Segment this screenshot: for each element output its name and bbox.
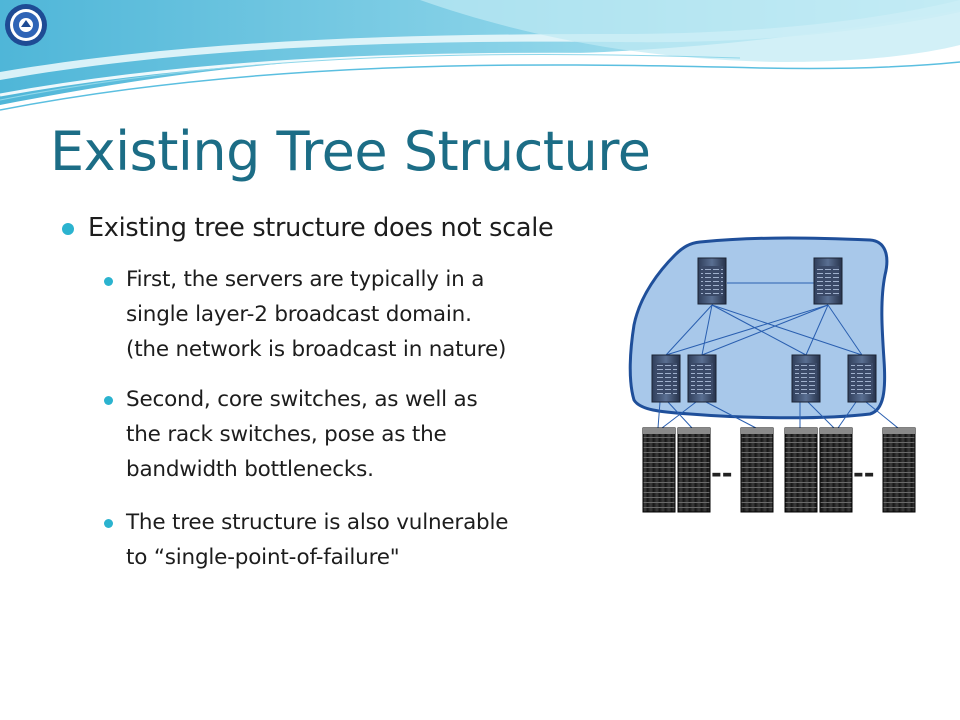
server-rack-icon <box>642 427 676 513</box>
aggregation-switch-icon <box>791 354 821 403</box>
aggregation-switch-icon <box>651 354 681 403</box>
server-rack-icon <box>677 427 711 513</box>
sub-bullet-3: The tree structure is also vulnerable to… <box>126 505 509 575</box>
sub-bullet-3-line-2: to “single-point-of-failure" <box>126 545 400 570</box>
ellipsis-left: -- <box>711 459 733 489</box>
ellipsis-right: -- <box>853 459 875 489</box>
sub-bullet-2-line-3: bandwidth bottlenecks. <box>126 457 374 482</box>
sub-bullet-2-line-1: Second, core switches, as well as <box>126 387 478 412</box>
bullet-main: Existing tree structure does not scale <box>88 213 554 243</box>
server-rack-icon <box>740 427 774 513</box>
sub-bullet-dot-icon <box>104 396 113 405</box>
server-rack-icon <box>882 427 916 513</box>
university-logo-icon <box>5 4 47 46</box>
sub-bullet-2-line-2: the rack switches, pose as the <box>126 422 447 447</box>
core-switch-icon <box>697 257 727 305</box>
sub-bullet-2: Second, core switches, as well as the ra… <box>126 382 478 487</box>
link-lines <box>657 282 899 429</box>
sub-bullet-1-line-3: (the network is broadcast in nature) <box>126 337 507 362</box>
sub-bullet-3-line-1: The tree structure is also vulnerable <box>126 510 509 535</box>
bullet-dot-icon <box>62 223 74 235</box>
sub-bullet-dot-icon <box>104 277 113 286</box>
sub-bullet-1-line-2: single layer-2 broadcast domain. <box>126 302 472 327</box>
server-rack-icon <box>819 427 853 513</box>
page-title: Existing Tree Structure <box>50 120 651 183</box>
sub-bullet-1-line-1: First, the servers are typically in a <box>126 267 485 292</box>
server-rack-icon <box>784 427 818 513</box>
header-wave-decoration <box>0 0 960 120</box>
tree-network-diagram: -- -- <box>628 236 916 513</box>
aggregation-switch-icon <box>687 354 717 403</box>
sub-bullet-1: First, the servers are typically in a si… <box>126 262 506 367</box>
core-switch-icon <box>813 257 843 305</box>
aggregation-switch-icon <box>847 354 877 403</box>
sub-bullet-dot-icon <box>104 519 113 528</box>
